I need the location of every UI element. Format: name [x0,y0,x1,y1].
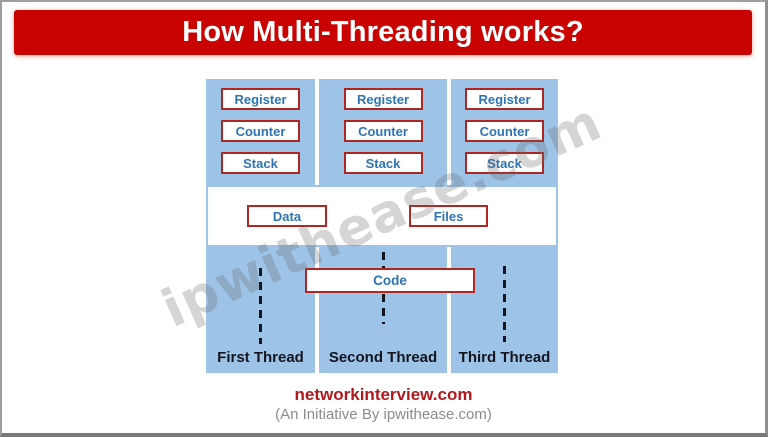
thread-label-1: First Thread [217,349,304,366]
thread-label-3: Third Thread [458,349,551,366]
page-title: How Multi-Threading works? [182,16,584,48]
footer: networkinterview.com (An Initiative By i… [2,385,765,423]
counter-box-3: Counter [465,120,544,142]
footer-site-name: networkinterview.com [294,385,473,404]
register-box-1: Register [221,88,300,110]
multithreading-diagram: Register Counter Stack Register Counter … [206,79,558,373]
thread-lane-2: Second Thread [319,247,447,373]
thread-lane-3: Third Thread [451,247,558,373]
thread-column-1: Register Counter Stack [206,79,315,185]
thread-dashed-line-3 [503,266,506,342]
thread-dashed-line-1 [259,268,262,344]
title-banner: How Multi-Threading works? [14,10,752,55]
counter-box-2: Counter [343,120,423,142]
stack-box-3: Stack [465,152,544,174]
footer-tagline: (An Initiative By ipwithease.com) [275,406,492,423]
thread-column-3: Register Counter Stack [451,79,558,185]
register-box-3: Register [465,88,544,110]
files-box: Files [409,205,488,227]
counter-box-1: Counter [221,120,300,142]
thread-execution-row: First Thread Second Thread Third Thread [206,247,558,373]
thread-lane-1: First Thread [206,247,315,373]
stack-box-2: Stack [343,152,423,174]
thread-column-2: Register Counter Stack [319,79,447,185]
code-box: Code [305,268,475,293]
shared-resources-section: Data Files [206,185,558,247]
stack-box-1: Stack [221,152,300,174]
data-box: Data [247,205,327,227]
thread-private-row: Register Counter Stack Register Counter … [206,79,558,185]
register-box-2: Register [343,88,423,110]
thread-label-2: Second Thread [328,349,438,366]
